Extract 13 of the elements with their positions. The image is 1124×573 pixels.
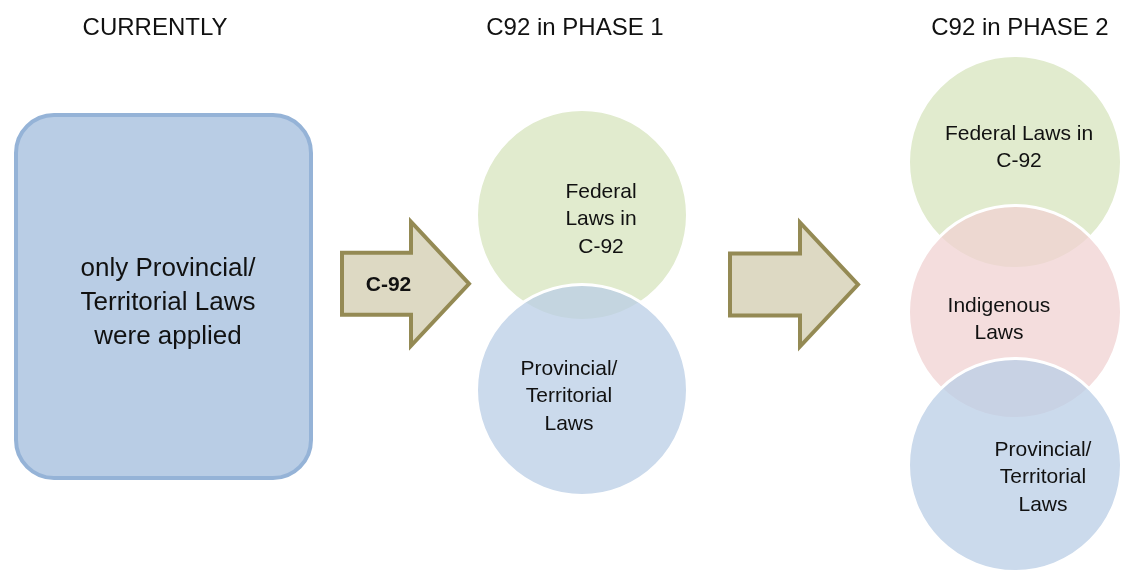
column-heading: C92 in PHASE 2 xyxy=(931,12,1109,43)
node-text: Provincial/ Territorial Laws xyxy=(993,436,1093,517)
node-text: Indigenous Laws xyxy=(946,291,1052,345)
edge-label: C-92 xyxy=(365,271,412,298)
block-arrow xyxy=(728,217,861,352)
node-text: Federal Laws in C-92 xyxy=(943,119,1095,173)
node-text: Provincial/ Territorial Laws xyxy=(519,355,619,436)
node-text: Federal Laws in C-92 xyxy=(564,178,638,259)
column-heading: C92 in PHASE 1 xyxy=(486,12,664,43)
block-arrow xyxy=(340,216,472,351)
column-heading: CURRENTLY xyxy=(82,12,228,43)
rounded-box xyxy=(14,113,313,480)
node-text: only Provincial/ Territorial Laws were applied xyxy=(79,251,257,352)
